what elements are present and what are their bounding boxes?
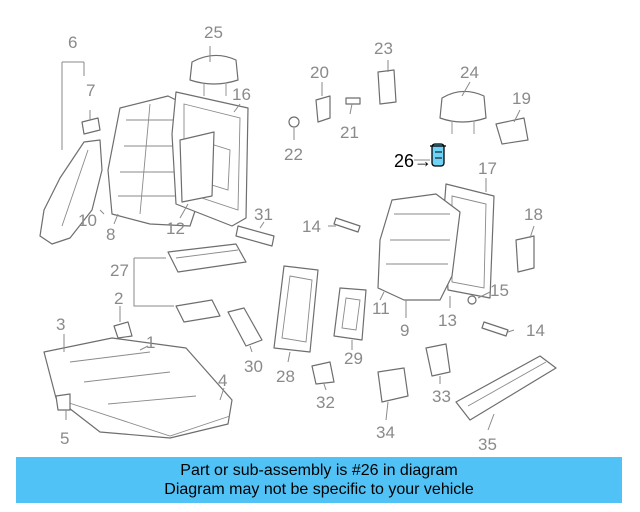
callout-13: 13 [438, 311, 457, 330]
part-26-guide [430, 143, 446, 167]
callout-12: 12 [166, 219, 185, 238]
callout-24: 24 [460, 63, 479, 82]
part-15-screw [467, 295, 477, 305]
part-info-banner: Part or sub-assembly is #26 in diagram D… [16, 457, 622, 503]
callout-20: 20 [310, 63, 329, 82]
callout-7: 7 [86, 81, 95, 100]
part-19-latch [495, 117, 529, 145]
callout-5: 5 [60, 429, 69, 448]
part-4-frame [59, 399, 231, 437]
part-5-clip [55, 393, 71, 411]
callout-4: 4 [218, 371, 227, 390]
part-32-clip [311, 361, 335, 385]
part-34-hinge [377, 367, 409, 403]
part-14-bolt-right [481, 321, 509, 337]
callout-19: 19 [512, 89, 531, 108]
part-14-bolt-left [333, 217, 361, 233]
part-25-headrest [189, 54, 239, 96]
callout-21: 21 [340, 123, 359, 142]
part-27-tray [175, 299, 221, 323]
part-18-bracket [515, 235, 535, 273]
part-24-headrest [439, 90, 487, 134]
part-28-frame [273, 265, 319, 353]
part-9-seatback-right [377, 193, 461, 301]
callout-9: 9 [400, 321, 409, 340]
callout-29: 29 [344, 349, 363, 368]
part-23-cover [377, 69, 397, 105]
part-22-cap [288, 116, 300, 128]
callout-18: 18 [524, 205, 543, 224]
callout-26: 26→ [394, 151, 432, 171]
callout-17: 17 [478, 159, 497, 178]
banner-line-1: Part or sub-assembly is #26 in diagram [180, 462, 458, 479]
callout-32: 32 [316, 393, 335, 412]
part-31-strip [235, 225, 275, 247]
part-2-clip [113, 321, 133, 339]
part-21-bolt [345, 97, 361, 105]
callout-14b: 14 [526, 321, 545, 340]
callout-22: 22 [284, 145, 303, 164]
part-33-clip [425, 343, 451, 377]
banner-line-2: Diagram may not be specific to your vehi… [164, 481, 474, 498]
callout-6: 6 [68, 33, 77, 52]
part-1-cushion [43, 337, 233, 439]
part-27-armrest [167, 243, 247, 273]
callout-27: 27 [110, 261, 129, 280]
callout-15: 15 [490, 281, 509, 300]
callout-11: 11 [372, 299, 390, 318]
callout-31: 31 [254, 205, 273, 224]
callout-34: 34 [376, 423, 395, 442]
callout-30: 30 [244, 357, 263, 376]
callout-14a: 14 [302, 217, 321, 236]
callout-33: 33 [432, 387, 451, 406]
part-30-panel [227, 307, 263, 347]
part-6-side-trim [39, 139, 103, 245]
callout-28: 28 [276, 367, 295, 386]
callout-35: 35 [478, 435, 497, 454]
callout-10: 10 [78, 211, 97, 230]
parts-diagram: 25 16 6 7 10 8 12 31 23 20 21 22 24 19 2… [39, 23, 557, 454]
callout-3: 3 [56, 315, 65, 334]
callout-16: 16 [232, 85, 251, 104]
part-12-panel [179, 131, 215, 203]
callout-1: 1 [146, 333, 155, 352]
part-20-bracket [315, 95, 331, 123]
callout-2: 2 [114, 289, 123, 308]
callout-25: 25 [204, 23, 223, 42]
part-35-rail [455, 355, 557, 421]
callout-8: 8 [106, 225, 115, 244]
part-7-clip [81, 117, 101, 135]
callout-23: 23 [374, 39, 393, 58]
part-29-bracket [333, 287, 367, 341]
